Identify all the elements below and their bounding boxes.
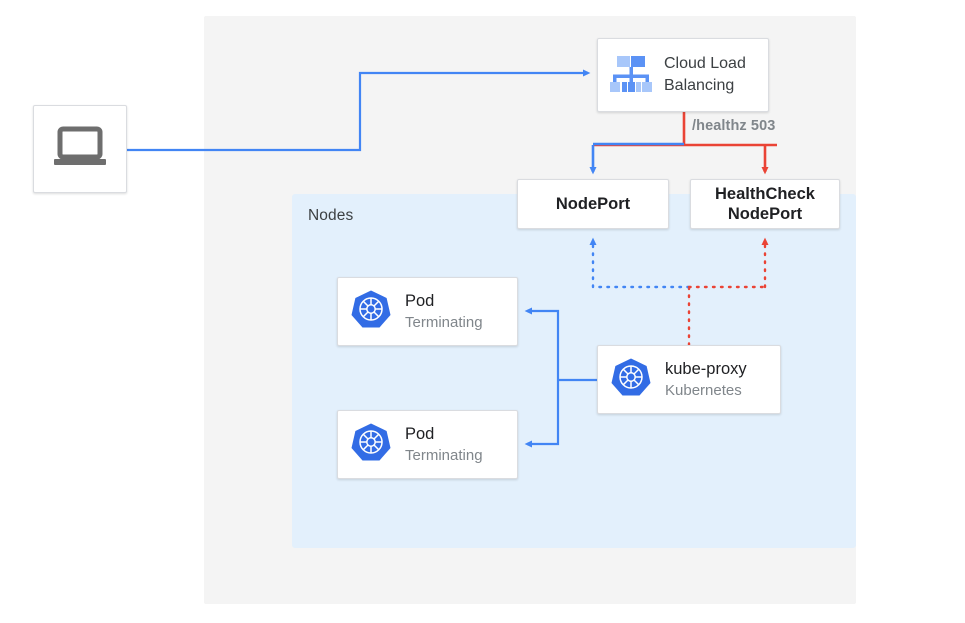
nodeport-node[interactable]: NodePort (517, 179, 669, 229)
kubernetes-icon (351, 422, 391, 467)
kube-proxy-title: kube-proxy (665, 359, 747, 378)
client-node[interactable] (33, 105, 127, 193)
cloud-load-balancing-icon (609, 52, 653, 99)
nodeport-label: NodePort (555, 195, 631, 213)
laptop-icon (53, 126, 107, 173)
kube-proxy-text: kube-proxy Kubernetes (665, 359, 747, 401)
pod-node-1[interactable]: Pod Terminating (337, 277, 518, 346)
kubernetes-icon (351, 289, 391, 334)
cloud-load-balancing-line1: Cloud Load (664, 55, 746, 72)
cloud-load-balancing-label: Cloud Load Balancing (664, 53, 746, 97)
kube-proxy-node[interactable]: kube-proxy Kubernetes (597, 345, 781, 414)
pod-2-title: Pod (405, 424, 435, 443)
kube-proxy-subtitle: Kubernetes (665, 381, 742, 399)
cloud-load-balancing-node[interactable]: Cloud Load Balancing (597, 38, 769, 112)
pod-1-title: Pod (405, 291, 435, 310)
pod-2-status: Terminating (405, 446, 483, 464)
healthcheck-nodeport-label: HealthCheck NodePort (715, 184, 815, 224)
healthcheck-nodeport-node[interactable]: HealthCheck NodePort (690, 179, 840, 229)
kubernetes-icon (611, 357, 651, 402)
healthcheck-nodeport-line2: NodePort (727, 205, 803, 223)
healthcheck-nodeport-line1: HealthCheck (715, 185, 815, 203)
cloud-load-balancing-line2: Balancing (664, 77, 735, 94)
pod-1-status: Terminating (405, 313, 483, 331)
pod-node-2[interactable]: Pod Terminating (337, 410, 518, 479)
healthz-503-label: /healthz 503 (692, 118, 776, 134)
pod-2-text: Pod Terminating (405, 424, 483, 466)
nodes-panel-label: Nodes (308, 207, 354, 224)
pod-1-text: Pod Terminating (405, 291, 483, 333)
